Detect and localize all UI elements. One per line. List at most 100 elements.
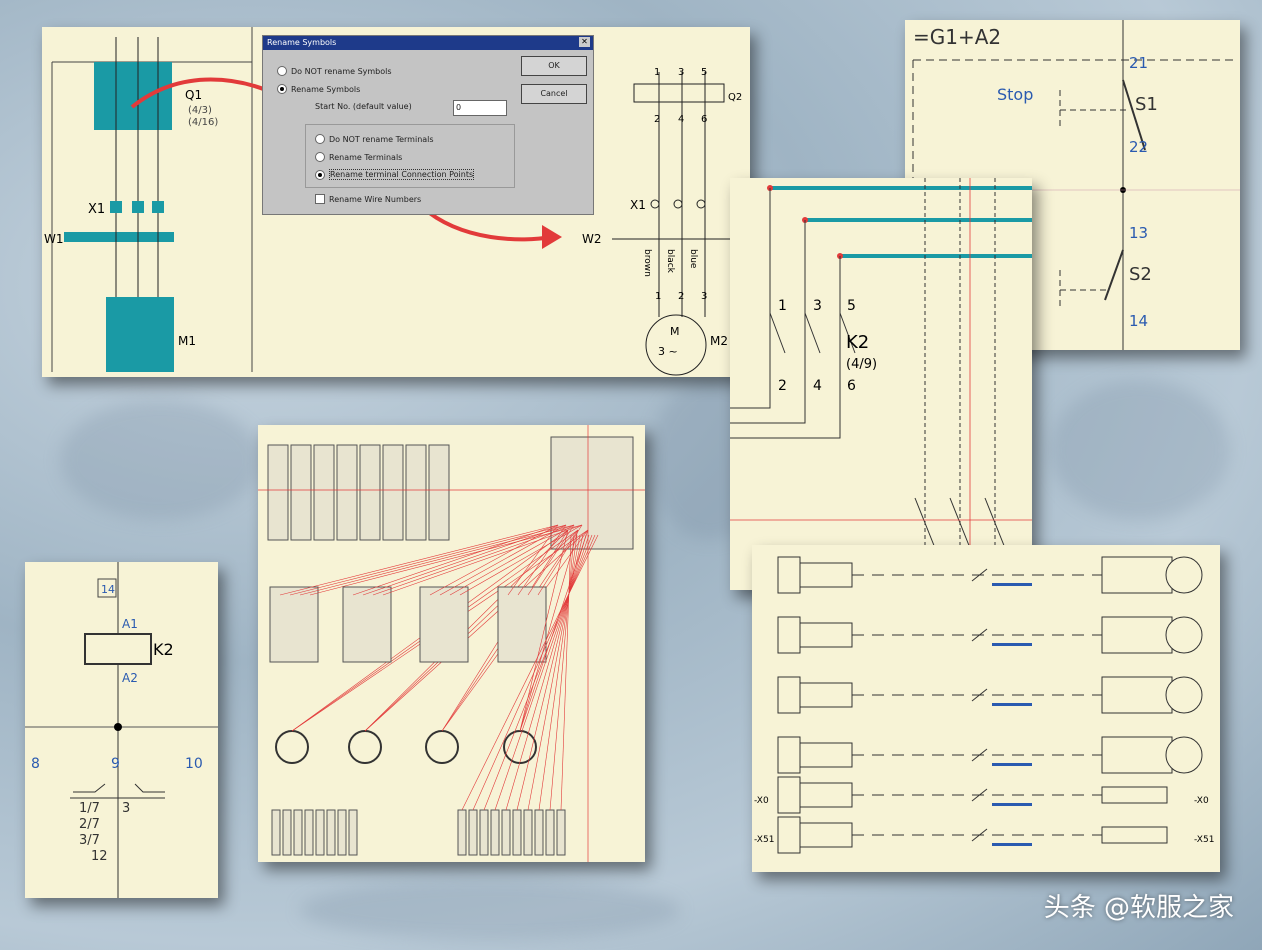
radio-rename-connection-points[interactable]: Rename terminal Connection Points	[315, 169, 475, 180]
svg-text:3: 3	[122, 801, 130, 816]
radio-no-rename-symbols[interactable]: Do NOT rename Symbols	[277, 66, 392, 76]
wire	[299, 524, 575, 596]
svg-text:A2: A2	[122, 671, 138, 685]
terminal-box	[1101, 736, 1173, 774]
arrow-icon	[542, 225, 562, 249]
svg-text:blue: blue	[688, 249, 698, 269]
wire	[449, 524, 575, 596]
checkbox-rename-wire-numbers[interactable]: Rename Wire Numbers	[315, 194, 421, 204]
svg-text:3: 3	[813, 298, 822, 314]
contactor	[497, 586, 547, 663]
motor-icon	[1165, 556, 1203, 594]
wire	[519, 529, 579, 732]
wire	[362, 524, 567, 596]
svg-text:W1: W1	[44, 232, 64, 246]
q1-symbol	[94, 62, 172, 130]
cable-mark	[971, 748, 988, 762]
wire	[364, 529, 579, 732]
connector	[799, 782, 853, 808]
svg-text:2: 2	[678, 291, 684, 302]
wire	[289, 524, 567, 596]
connector	[799, 562, 853, 588]
cable-mark	[971, 828, 988, 842]
terminal	[545, 809, 555, 856]
start-number-label: Start No. (default value)	[315, 102, 412, 111]
lamp-icon	[348, 730, 382, 764]
svg-text:1/7: 1/7	[79, 801, 100, 816]
terminal	[501, 809, 511, 856]
wire	[483, 534, 593, 811]
terminal-box	[1101, 676, 1173, 714]
svg-text:Stop: Stop	[997, 85, 1033, 104]
cable-mark	[971, 628, 988, 642]
svg-text:14: 14	[101, 583, 115, 596]
connector	[799, 622, 853, 648]
cable-diagram: -X0 -X51 -X0 -X51	[754, 556, 1214, 854]
svg-text:X1: X1	[630, 198, 646, 212]
svg-text:(4/9): (4/9)	[846, 357, 877, 372]
svg-text:black: black	[665, 249, 675, 274]
terminal	[348, 809, 358, 856]
svg-text:5: 5	[847, 298, 856, 314]
terminal-box	[1101, 786, 1168, 804]
close-icon[interactable]: ✕	[579, 37, 590, 47]
wire	[549, 534, 575, 811]
terminal	[337, 809, 347, 856]
stop-switch-diagram: =G1+A2 Stop S1 S2 21 22 13 14	[905, 20, 1240, 350]
svg-text:M1: M1	[178, 334, 196, 348]
terminal	[468, 809, 478, 856]
wire	[372, 524, 575, 596]
svg-text:5: 5	[701, 67, 707, 78]
wire	[505, 534, 587, 811]
contactor	[269, 586, 319, 663]
svg-text:brown: brown	[642, 249, 652, 277]
terminal-block	[428, 444, 450, 541]
wire	[527, 534, 581, 811]
terminal	[271, 809, 281, 856]
terminal	[326, 809, 336, 856]
wire	[364, 529, 589, 732]
svg-text:X1: X1	[88, 202, 105, 217]
svg-text:-X0: -X0	[754, 796, 769, 806]
panel-cable-diagram: -X0 -X51 -X0 -X51	[752, 545, 1220, 872]
svg-text:4: 4	[678, 114, 684, 125]
radio-no-rename-terminals[interactable]: Do NOT rename Terminals	[315, 134, 434, 144]
cancel-button[interactable]: Cancel	[521, 84, 587, 104]
wire	[517, 524, 567, 596]
svg-text:K2: K2	[153, 640, 174, 659]
svg-text:3 ~: 3 ~	[658, 345, 678, 358]
svg-text:3/7: 3/7	[79, 833, 100, 848]
svg-text:1: 1	[778, 298, 787, 314]
terminal	[556, 809, 566, 856]
wire	[279, 524, 559, 596]
svg-text:-X51: -X51	[754, 835, 774, 845]
cable-label	[992, 843, 1032, 846]
terminal	[282, 809, 292, 856]
contactor	[419, 586, 469, 663]
start-number-input[interactable]: 0	[453, 100, 507, 116]
terminal-box	[1101, 616, 1173, 654]
svg-text:M2: M2	[710, 334, 728, 348]
connector	[799, 742, 853, 768]
terminal	[523, 809, 533, 856]
wire	[494, 534, 590, 811]
wire	[459, 524, 583, 596]
svg-text:12: 12	[91, 849, 108, 864]
ok-button[interactable]: OK	[521, 56, 587, 76]
wire	[439, 524, 567, 596]
terminal	[490, 809, 500, 856]
cable-mark	[971, 688, 988, 702]
cabinet-layout-diagram	[258, 425, 645, 862]
rename-symbols-dialog: Rename Symbols ✕ Do NOT rename Symbols Re…	[262, 35, 594, 215]
terminal-block	[382, 444, 404, 541]
lamp-icon	[425, 730, 459, 764]
cable-label	[992, 803, 1032, 806]
svg-text:21: 21	[1129, 54, 1148, 72]
svg-text:13: 13	[1129, 224, 1148, 242]
radio-rename-symbols[interactable]: Rename Symbols	[277, 84, 360, 94]
radio-rename-terminals[interactable]: Rename Terminals	[315, 152, 402, 162]
connector	[777, 616, 801, 654]
terminal-block	[336, 444, 358, 541]
